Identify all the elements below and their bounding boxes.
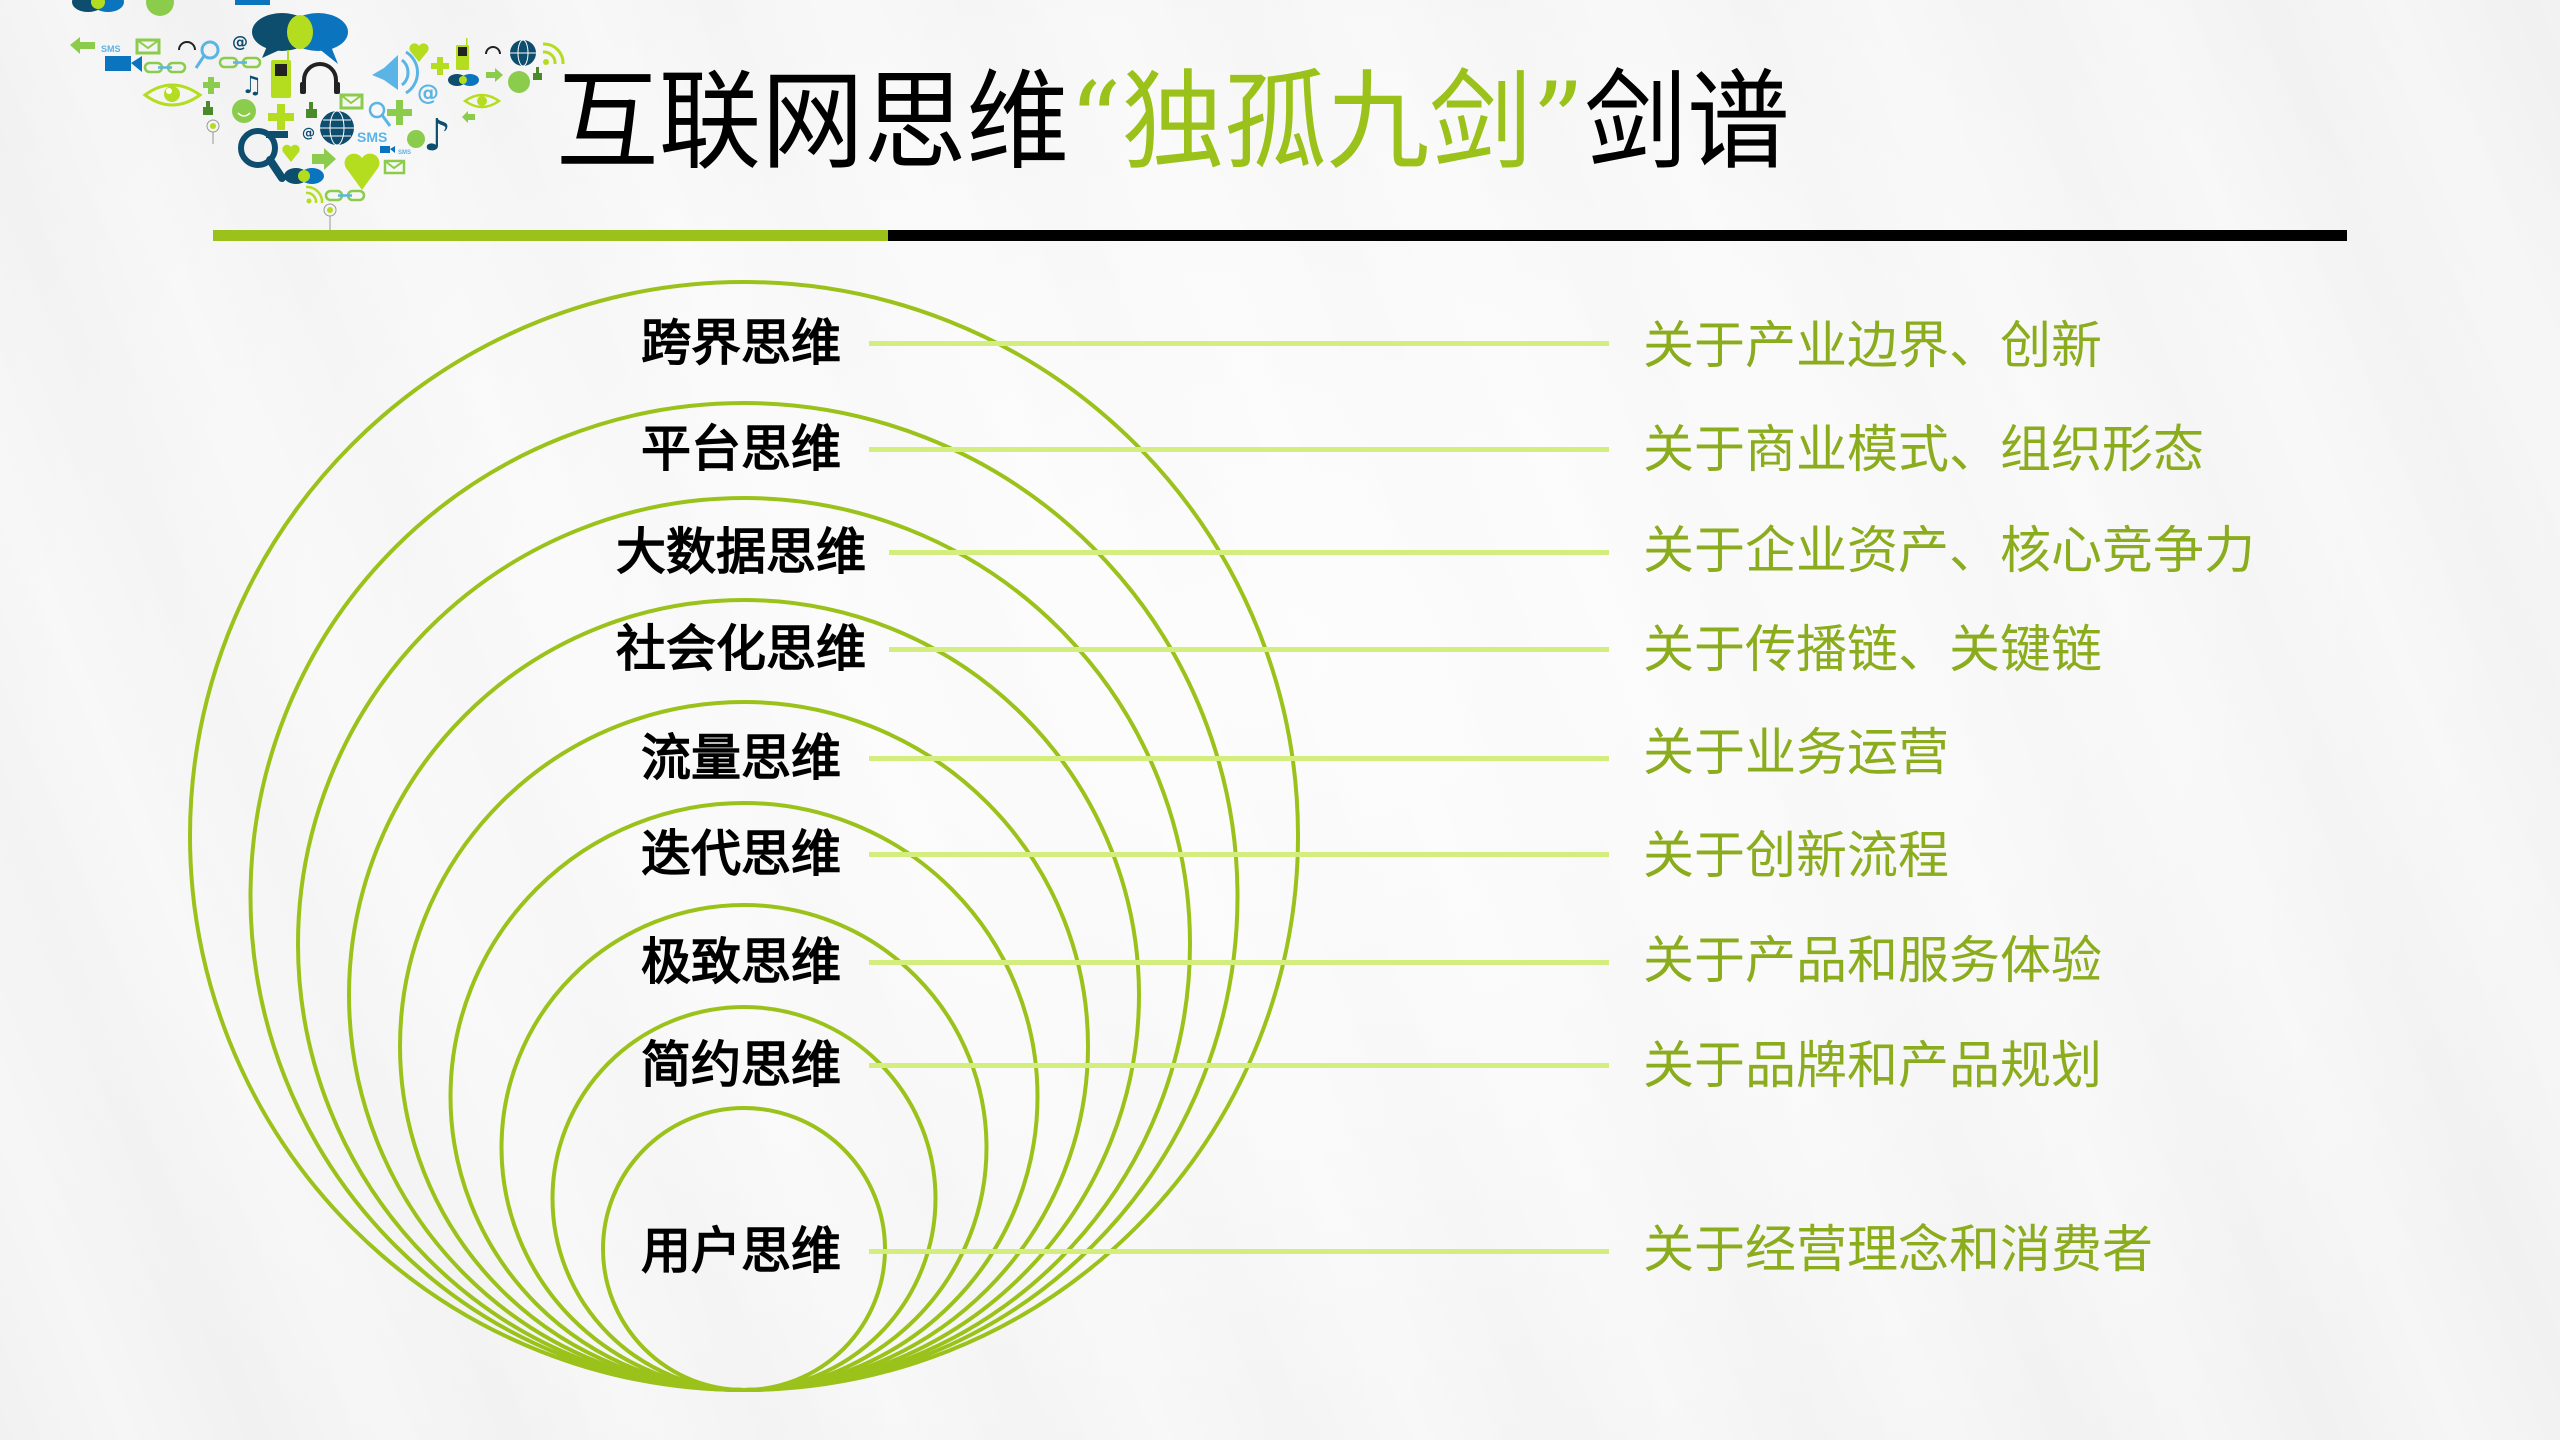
arrow-left-icon [70, 37, 95, 54]
music-note-icon: ♪ [423, 110, 451, 161]
video-camera-icon [235, 0, 270, 5]
connector-line-7 [869, 960, 1609, 965]
social-icon-cluster: SMS @ [70, 0, 565, 230]
smiley-icon [146, 0, 174, 16]
ring-label-social: 社会化思维 [616, 620, 866, 678]
smiley-icon [232, 99, 256, 123]
ring-label-iteration: 迭代思维 [641, 825, 841, 883]
video-camera-icon [105, 56, 142, 72]
globe-icon [510, 39, 536, 67]
description-3: 关于企业资产、核心竞争力 [1643, 522, 2256, 581]
at-sign-icon: @ [302, 126, 315, 141]
smiley-icon [508, 71, 530, 93]
description-5: 关于业务运营 [1643, 724, 1950, 783]
rss-icon [542, 42, 565, 65]
description-9: 关于经营理念和消费者 [1643, 1221, 2154, 1280]
description-7: 关于产品和服务体验 [1643, 932, 2103, 991]
ring-label-simplicity: 简约思维 [641, 1036, 841, 1094]
plus-icon [203, 77, 220, 94]
heart-icon [282, 144, 300, 162]
plus-icon [387, 100, 412, 125]
connector-line-6 [869, 852, 1609, 857]
thumbs-up-icon [533, 67, 542, 80]
mobile-phone-icon [271, 50, 291, 98]
chain-link-icon [218, 56, 262, 69]
location-pin-icon [323, 203, 337, 230]
envelope-icon [339, 93, 364, 110]
description-8: 关于品牌和产品规划 [1643, 1037, 2103, 1096]
headphones-icon [302, 62, 338, 92]
heart-icon [409, 43, 429, 62]
smiley-icon [407, 130, 425, 148]
title-highlight: 独孤九剑 [1121, 60, 1532, 185]
arrow-left-icon [462, 111, 475, 123]
at-sign-icon: @ [232, 32, 248, 51]
speech-bubble-icon [284, 168, 324, 184]
music-note-icon: ♫ [241, 71, 263, 99]
plus-icon [268, 104, 294, 130]
connector-line-9 [869, 1249, 1609, 1254]
connector-line-2 [869, 447, 1609, 452]
ring-label-platform: 平台思维 [641, 420, 841, 478]
headphones-icon [178, 41, 196, 51]
location-pin-icon [206, 119, 220, 144]
description-4: 关于传播链、关键链 [1643, 621, 2103, 680]
title-prefix: 互联网思维 [556, 60, 1070, 185]
thumbs-up-icon [203, 101, 213, 115]
mobile-phone-icon [456, 38, 469, 70]
ring-label-traffic: 流量思维 [641, 729, 841, 787]
heart-icon [344, 153, 380, 190]
envelope-icon [383, 159, 406, 175]
speech-bubble-icon [252, 13, 348, 64]
title-close-quote: ” [1531, 60, 1585, 185]
magnifier-icon [238, 128, 286, 182]
sms-icon: SMS [357, 129, 387, 145]
chain-link-icon [143, 61, 187, 74]
connector-line-4 [889, 647, 1609, 652]
ring-label-user: 用户思维 [641, 1222, 841, 1280]
plus-icon [431, 57, 449, 75]
sms-icon: SMS [398, 150, 411, 156]
page-title: 互联网思维“独孤九剑”剑谱 [556, 58, 1790, 188]
chain-link-icon [324, 189, 366, 202]
ring-6 [448, 801, 1040, 1392]
description-1: 关于产业边界、创新 [1643, 317, 2103, 376]
title-open-quote: “ [1069, 60, 1122, 185]
connector-line-5 [869, 756, 1609, 761]
ring-label-cross-border: 跨界思维 [641, 314, 841, 372]
description-2: 关于商业模式、组织形态 [1643, 421, 2205, 480]
globe-icon [320, 110, 354, 146]
connector-line-3 [889, 550, 1609, 555]
minus-icon [266, 131, 288, 138]
title-rule-black [888, 230, 2347, 241]
sms-icon: SMS [101, 44, 121, 54]
loudspeaker-icon [372, 50, 419, 95]
title-rule-green [213, 230, 888, 241]
thumbs-up-icon [306, 102, 317, 118]
ring-label-extreme: 极致思维 [641, 933, 841, 991]
headphones-icon [485, 46, 501, 55]
at-sign-icon: @ [417, 81, 439, 106]
arrow-right-icon [312, 148, 336, 170]
title-suffix: 剑谱 [1584, 60, 1790, 185]
envelope-icon [135, 38, 161, 55]
arrow-right-icon [486, 68, 503, 82]
connector-line-8 [869, 1063, 1609, 1068]
magnifier-icon [368, 101, 392, 127]
speech-bubble-icon [72, 0, 124, 12]
ring-label-big-data: 大数据思维 [616, 523, 866, 581]
video-camera-icon [380, 146, 395, 153]
connector-line-1 [869, 341, 1609, 346]
magnifier-icon [194, 40, 220, 69]
eye-icon [462, 93, 502, 109]
description-6: 关于创新流程 [1643, 827, 1950, 886]
eye-icon [142, 83, 203, 107]
speech-bubble-icon [448, 74, 479, 86]
rss-icon [305, 185, 324, 204]
